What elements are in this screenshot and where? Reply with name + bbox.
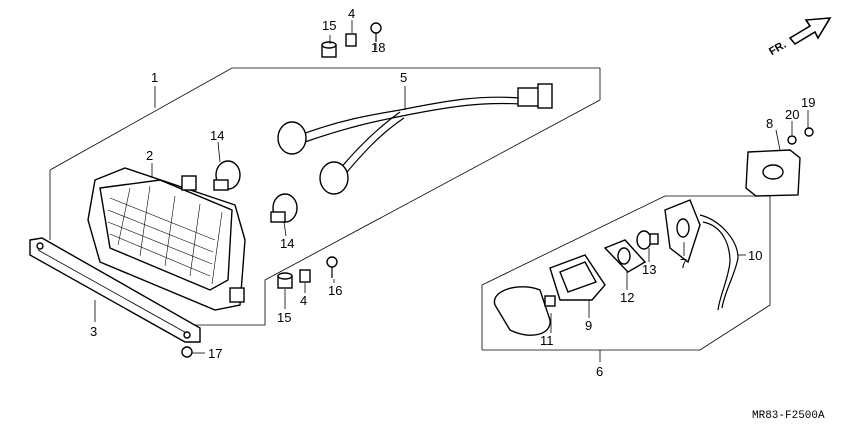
- taillight-lens-housing: [87, 167, 246, 311]
- callout-19: 19: [801, 95, 815, 110]
- callout-13: 13: [642, 262, 656, 277]
- callout-11: 11: [540, 333, 554, 348]
- screw-16: [326, 256, 338, 278]
- callout-10: 10: [748, 248, 762, 263]
- wire-harness: [277, 83, 553, 195]
- callout-9: 9: [585, 318, 592, 333]
- callout-20: 20: [785, 107, 799, 122]
- collar-upper: [345, 33, 357, 47]
- callout-4-upper: 4: [348, 6, 355, 21]
- callout-17: 17: [208, 346, 222, 361]
- callout-15-lower: 15: [277, 310, 291, 325]
- license-light-bulb: [636, 230, 659, 250]
- callout-5: 5: [400, 70, 407, 85]
- license-bracket-plate: [745, 149, 801, 197]
- license-light-housing: [549, 254, 606, 301]
- callout-14-lower: 14: [280, 236, 294, 251]
- callout-8: 8: [766, 116, 773, 131]
- screw-17: [181, 346, 193, 358]
- nut-20: [787, 135, 797, 145]
- bolt-19: [804, 127, 814, 137]
- callout-4-lower: 4: [300, 293, 307, 308]
- bulb-upper: [213, 160, 241, 191]
- grommet-upper: [321, 41, 337, 58]
- callout-15-upper: 15: [322, 18, 336, 33]
- callout-3: 3: [90, 324, 97, 339]
- front-direction-label: FR.: [767, 39, 788, 58]
- leader-lines: [94, 20, 809, 362]
- license-light-socket: [664, 199, 701, 264]
- license-light-leads: [699, 214, 739, 311]
- callout-7: 7: [680, 256, 687, 271]
- callout-14-upper: 14: [210, 128, 224, 143]
- collar-lower: [299, 269, 311, 283]
- license-light-lens: [493, 286, 556, 336]
- diagram-code: MR83-F2500A: [752, 410, 825, 422]
- bulb-lower: [270, 193, 298, 223]
- callout-18: 18: [371, 40, 385, 55]
- callout-2: 2: [146, 148, 153, 163]
- mounting-bracket: [29, 237, 201, 343]
- callout-1: 1: [151, 70, 158, 85]
- callout-16: 16: [328, 283, 342, 298]
- front-direction-arrow: FR.: [767, 17, 832, 58]
- taillight-assembly-frame: [49, 67, 601, 326]
- screw-18: [370, 22, 382, 42]
- license-light-gasket: [603, 239, 647, 273]
- callout-6: 6: [596, 364, 603, 379]
- grommet-lower: [277, 272, 293, 289]
- callout-12: 12: [620, 290, 634, 305]
